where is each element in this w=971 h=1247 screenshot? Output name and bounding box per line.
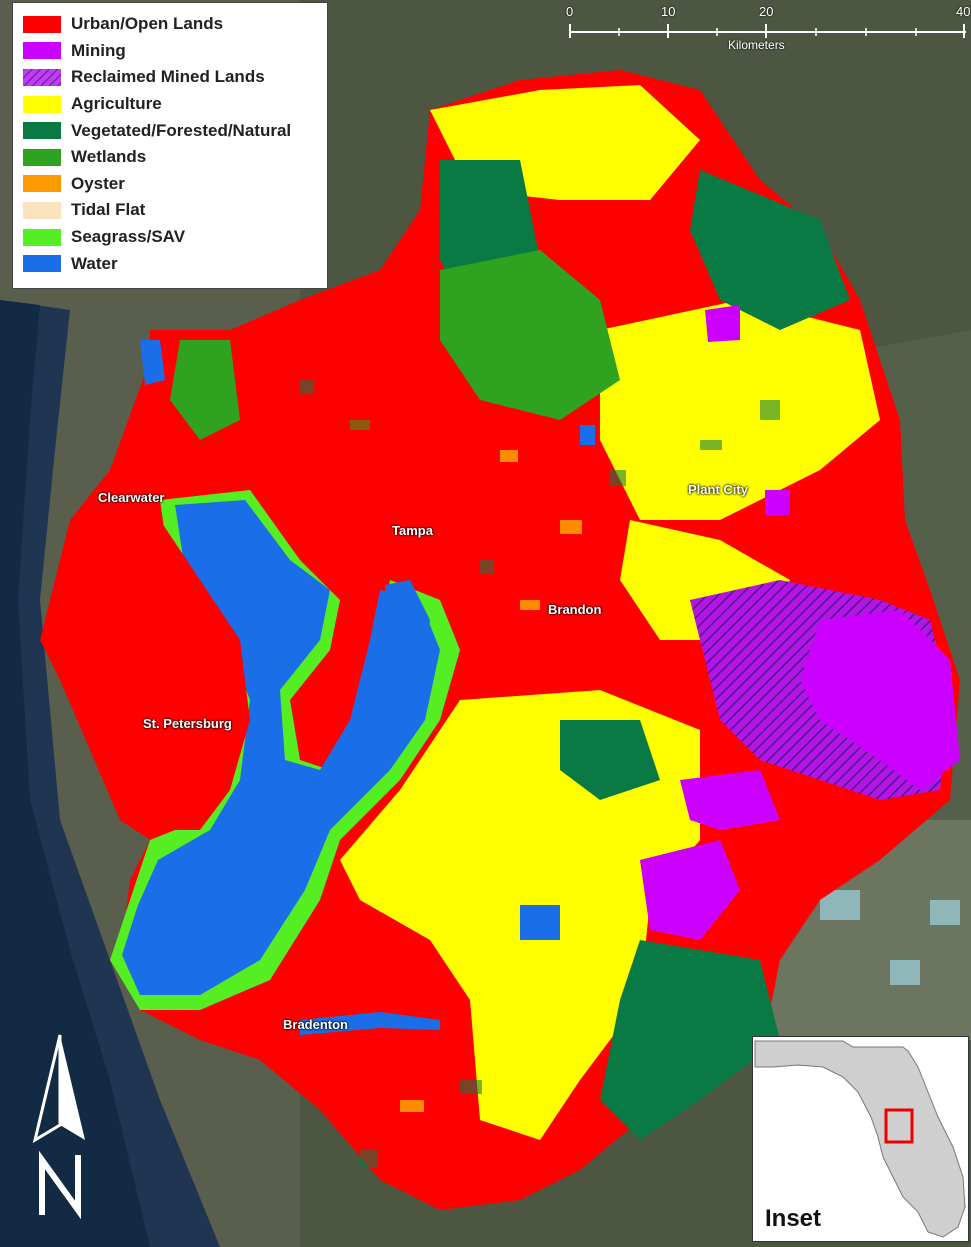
inset-map: Inset <box>752 1036 969 1242</box>
scale-units: Kilometers <box>728 38 785 52</box>
florida-outline <box>754 1040 966 1238</box>
legend-swatch-water <box>23 255 61 273</box>
city-label-st-petersburg: St. Petersburg <box>143 716 232 731</box>
scale-bar-line <box>569 24 966 38</box>
legend-item-reclaimed: Reclaimed Mined Lands <box>23 64 327 91</box>
legend-item-agriculture: Agriculture <box>23 91 327 118</box>
city-label-plant-city: Plant City <box>688 482 748 497</box>
legend-swatch-oyster <box>23 175 61 193</box>
legend-label-tidal-flat: Tidal Flat <box>71 200 146 220</box>
map-legend: Urban/Open Lands Mining Reclaimed Mined … <box>12 2 328 289</box>
legend-swatch-reclaimed <box>23 68 61 86</box>
legend-label-wetlands: Wetlands <box>71 147 147 167</box>
scale-tick-40: 40 <box>956 4 971 19</box>
legend-item-water: Water <box>23 250 327 277</box>
legend-item-tidal-flat: Tidal Flat <box>23 197 327 224</box>
scale-bar: 0 10 20 40 Kilometers <box>566 2 971 58</box>
legend-item-seagrass: Seagrass/SAV <box>23 224 327 251</box>
legend-item-vegetated: Vegetated/Forested/Natural <box>23 117 327 144</box>
city-label-clearwater: Clearwater <box>98 490 165 505</box>
scale-tick-20: 20 <box>759 4 774 19</box>
legend-swatch-wetlands <box>23 148 61 166</box>
city-label-brandon: Brandon <box>548 602 602 617</box>
city-label-tampa: Tampa <box>392 523 433 538</box>
legend-label-seagrass: Seagrass/SAV <box>71 227 186 247</box>
legend-label-oyster: Oyster <box>71 173 125 193</box>
legend-swatch-seagrass <box>23 228 61 246</box>
legend-label-vegetated: Vegetated/Forested/Natural <box>71 120 292 140</box>
legend-swatch-vegetated <box>23 122 61 140</box>
legend-label-mining: Mining <box>71 40 126 60</box>
north-arrow-icon <box>32 1034 85 1220</box>
legend-label-urban: Urban/Open Lands <box>71 14 224 34</box>
legend-item-urban: Urban/Open Lands <box>23 11 327 38</box>
legend-item-mining: Mining <box>23 38 327 65</box>
legend-item-oyster: Oyster <box>23 171 327 198</box>
scale-tick-0: 0 <box>566 4 574 19</box>
legend-label-water: Water <box>71 253 118 273</box>
legend-label-agriculture: Agriculture <box>71 94 162 114</box>
legend-swatch-agriculture <box>23 95 61 113</box>
legend-label-reclaimed: Reclaimed Mined Lands <box>71 67 265 87</box>
legend-swatch-urban <box>23 15 61 33</box>
city-label-bradenton: Bradenton <box>283 1017 348 1032</box>
inset-title: Inset <box>765 1205 822 1232</box>
scale-tick-10: 10 <box>661 4 676 19</box>
legend-item-wetlands: Wetlands <box>23 144 327 171</box>
legend-swatch-tidal-flat <box>23 201 61 219</box>
legend-swatch-mining <box>23 42 61 60</box>
